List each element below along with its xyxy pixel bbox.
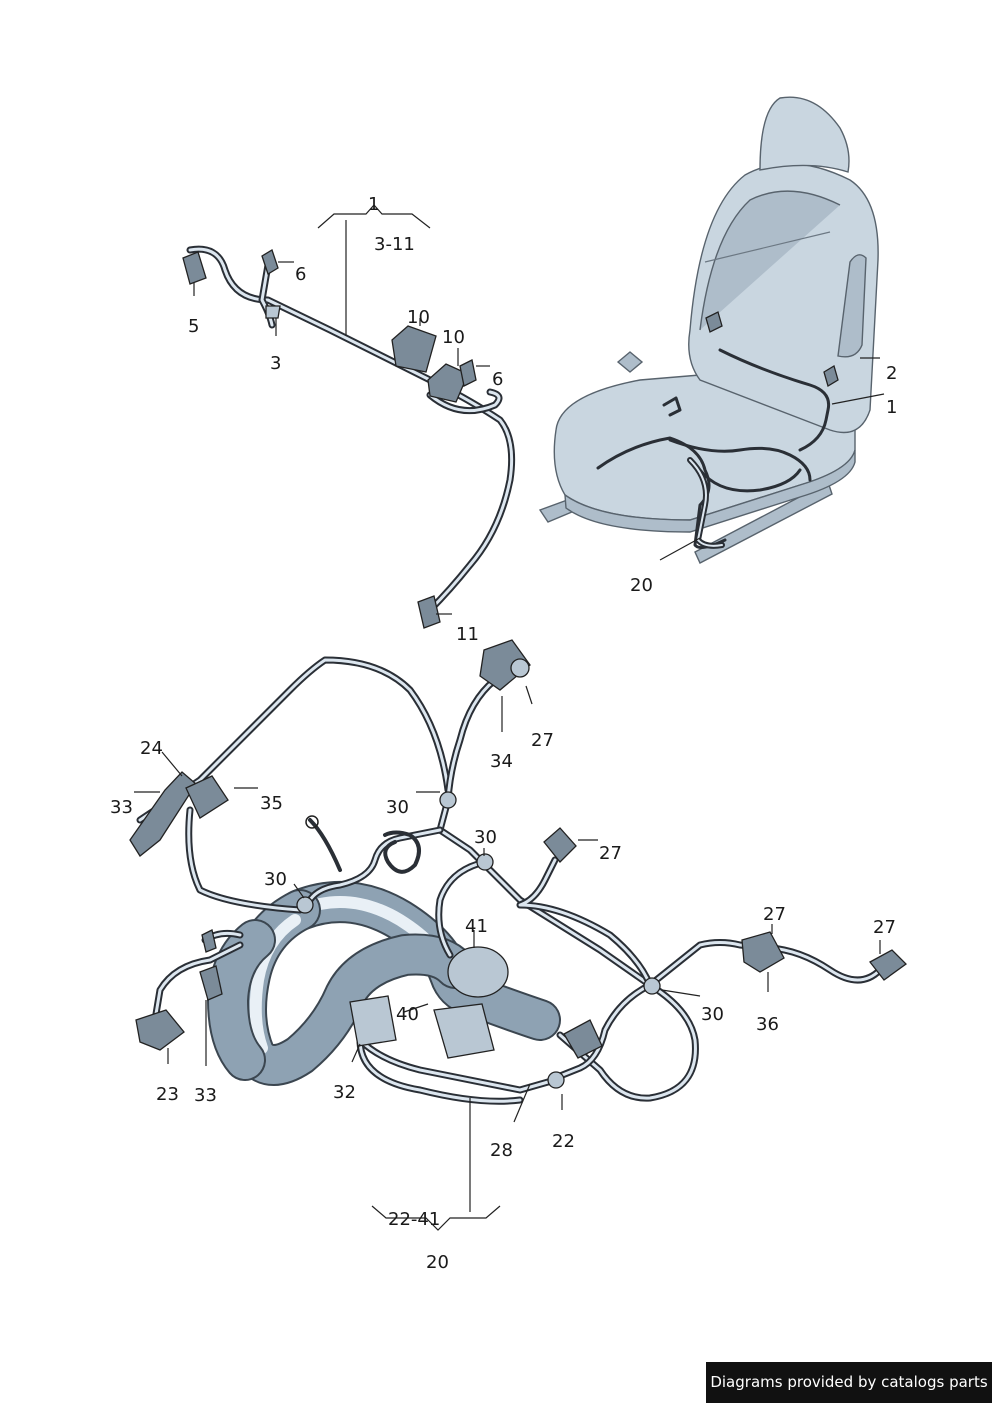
callout-33a: 33	[110, 797, 133, 818]
control-unit-10	[391, 325, 437, 373]
connector-32	[349, 995, 397, 1047]
connector-27-far	[869, 949, 907, 981]
callout-30d: 30	[701, 1004, 724, 1025]
credit-banner: Diagrams provided by catalogs parts	[706, 1362, 992, 1403]
connector-34	[479, 639, 531, 691]
callout-6a: 6	[295, 264, 306, 285]
callout-33b: 33	[194, 1085, 217, 1106]
connector-28	[563, 1019, 603, 1059]
callout-41: 41	[465, 916, 488, 937]
backrest-harness	[182, 245, 516, 629]
callout-2: 2	[886, 363, 897, 384]
callout-30b: 30	[474, 827, 497, 848]
clip-6	[459, 359, 477, 387]
callout-20-bottom: 20	[426, 1252, 449, 1273]
seat-harness	[129, 639, 907, 1105]
callout-1-seat: 1	[886, 397, 897, 418]
callout-10b: 10	[442, 327, 465, 348]
connector-35	[185, 775, 229, 819]
callout-30a: 30	[386, 797, 409, 818]
callout-27a: 27	[531, 730, 554, 751]
callout-1-top: 1	[368, 194, 379, 215]
callout-28: 28	[490, 1140, 513, 1161]
clip-33	[199, 965, 223, 1001]
connector-11	[417, 595, 441, 629]
callout-30c: 30	[264, 869, 287, 890]
callout-5: 5	[188, 316, 199, 337]
callout-27d: 27	[873, 917, 896, 938]
callout-24: 24	[140, 738, 163, 759]
callout-20-seat: 20	[630, 575, 653, 596]
callout-3: 3	[270, 353, 281, 374]
callout-36: 36	[756, 1014, 779, 1035]
end-fitting	[201, 929, 217, 953]
connector-5	[182, 251, 207, 285]
connector-27-mid	[543, 827, 577, 863]
leader-lines	[134, 204, 885, 1231]
callout-11: 11	[456, 624, 479, 645]
callout-32: 32	[333, 1082, 356, 1103]
seat-illustration	[538, 96, 879, 564]
grommet-30d	[643, 977, 661, 995]
callout-3-11: 3-11	[374, 234, 415, 255]
callout-40: 40	[396, 1004, 419, 1025]
clip-3	[265, 305, 281, 319]
connector-10	[427, 363, 469, 403]
callout-23: 23	[156, 1084, 179, 1105]
callout-27b: 27	[599, 843, 622, 864]
grommet-30b	[476, 853, 494, 871]
callout-27c: 27	[763, 904, 786, 925]
connector-36	[741, 931, 785, 973]
callout-22: 22	[552, 1131, 575, 1152]
callout-10a: 10	[407, 307, 430, 328]
grommet-30a	[439, 791, 457, 809]
callout-35: 35	[260, 793, 283, 814]
callout-6b: 6	[492, 369, 503, 390]
connector-40	[433, 1003, 495, 1059]
connector-23	[135, 1009, 185, 1051]
clip-22	[547, 1071, 565, 1089]
connector-27-top	[510, 658, 530, 678]
callout-22-41: 22-41	[388, 1209, 440, 1230]
connector-41	[447, 946, 509, 998]
grommet-30c	[296, 896, 314, 914]
callout-labels: 1 3-11 5 6 3 10 10 6 11 2 1 20 24 33 35 …	[110, 194, 897, 1273]
clip-6-top	[261, 249, 279, 275]
callout-34: 34	[490, 751, 513, 772]
